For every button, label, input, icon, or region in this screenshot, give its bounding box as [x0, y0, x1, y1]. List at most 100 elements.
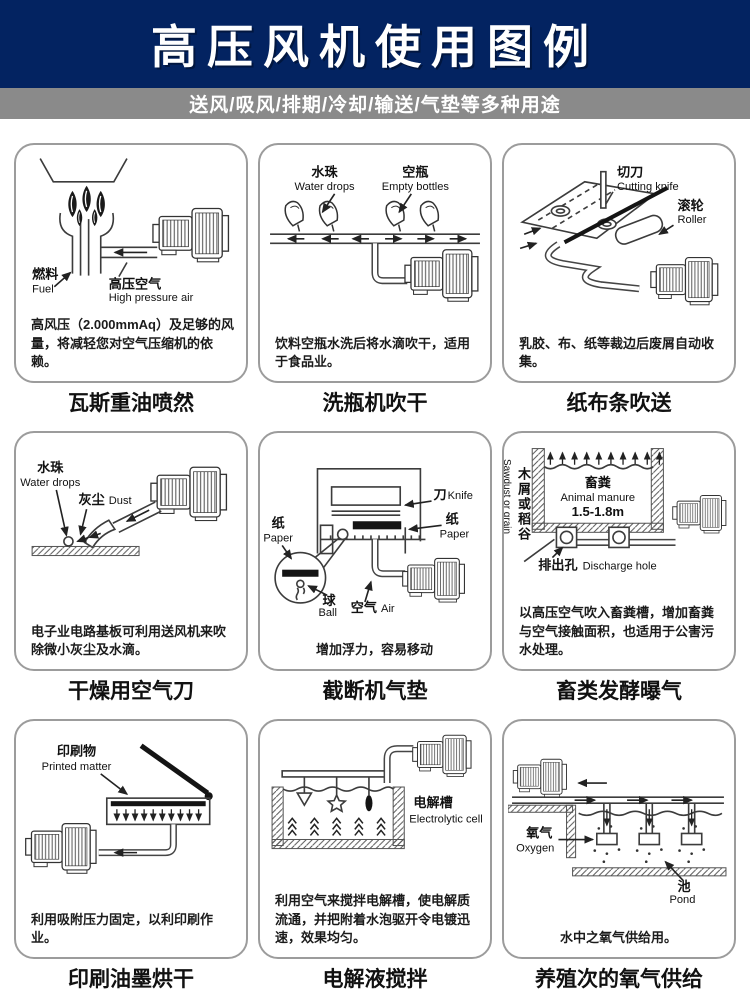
subtitle-text: 送风/吸风/排期/冷却/输送/气垫等多种用途 — [189, 95, 561, 116]
diffuser-box — [680, 832, 703, 846]
blower-icon — [672, 495, 727, 534]
diagram-ink-drying: 印刷物 Printed matter — [25, 743, 213, 874]
blower-icon — [650, 256, 719, 306]
cell-wall — [392, 786, 405, 847]
drop-pipes — [603, 803, 696, 834]
panel-air-cushion: 刀 Knife 纸 Paper 纸 Paper 球 Ball 空气 Air 增加… — [258, 431, 492, 705]
ball — [336, 528, 349, 541]
knife-label-cn: 切刀 — [617, 165, 643, 180]
air-pipe — [371, 539, 406, 578]
panel-manure-aeration: 畜粪 Animal manure 1.5-1.8m 排出孔 Discharge … — [502, 431, 736, 705]
ball-label-cn: 球 — [323, 592, 337, 608]
pond-label-cn: 池 — [678, 878, 691, 894]
panel-bottle-drying-box: 水珠 Water drops 空瓶 Empty bottles 饮料空瓶水洗后将… — [258, 143, 492, 383]
magnifier-circle — [274, 551, 327, 604]
diagram-bottle-drying: 水珠 Water drops 空瓶 Empty bottles — [270, 164, 480, 302]
panel-oxygen-supply-box: 氧气 Oxygen 池 Pond 水中之氧气供给用。 — [502, 719, 736, 959]
diagram-air-cushion: 刀 Knife 纸 Paper 纸 Paper 球 Ball 空气 Air — [264, 467, 473, 619]
oxygen-label-en: Oxygen — [516, 843, 554, 855]
flame-icon — [76, 208, 83, 227]
page-title: 高压风机使用图例 — [151, 21, 599, 73]
suction-table — [105, 797, 211, 826]
busbar — [281, 770, 388, 778]
panel-bottle-drying: 水珠 Water drops 空瓶 Empty bottles 饮料空瓶水洗后将… — [258, 143, 492, 417]
roller-label-en: Roller — [678, 214, 707, 226]
panel-gas-burning: 燃料 Fuel 高压空气 High pressure air 高风压（2.000… — [14, 143, 248, 417]
circuit-board — [31, 545, 140, 557]
discharge-hole — [608, 526, 630, 549]
panel-manure-aeration-box: 畜粪 Animal manure 1.5-1.8m 排出孔 Discharge … — [502, 431, 736, 671]
panel-title: 洗瓶机吹干 — [322, 392, 428, 415]
knife-label-en: Knife — [448, 490, 473, 502]
panel-electrolyte-stirring-box: 电解槽 Electrolytic cell 利用空气来搅拌电解槽，使电解质流通，… — [258, 719, 492, 959]
waterdrops-label-cn: 水珠 — [37, 459, 64, 475]
diagram-manure-aeration: 畜粪 Animal manure 1.5-1.8m 排出孔 Discharge … — [523, 448, 727, 573]
tank-wall — [531, 448, 545, 530]
panel-grid: 燃料 Fuel 高压空气 High pressure air 高风压（2.000… — [0, 119, 750, 1003]
ground — [508, 804, 574, 813]
blower-icon — [152, 207, 230, 263]
suction-pipe — [98, 824, 177, 857]
subtitle-bar: 送风/吸风/排期/冷却/输送/气垫等多种用途 — [0, 88, 750, 119]
panel-title: 养殖次的氧气供给 — [535, 968, 703, 991]
suction-hole — [550, 205, 571, 217]
panel-description: 乳胶、布、纸等裁边后废屑自动收集。 — [519, 335, 715, 369]
bubbles — [593, 825, 706, 864]
electrode-icon — [287, 817, 298, 837]
diagram-air-knife: 水珠 Water drops 灰尘 Dust — [20, 459, 228, 557]
electrode-icon — [376, 817, 386, 837]
paper-left-label-cn: 纸 — [272, 514, 285, 530]
sawdust-label-en: Sawdust or grain — [502, 459, 512, 535]
panel-description: 高风压（2.000mmAq）及足够的风量，将减轻您对空气压缩机的依赖。 — [31, 317, 234, 369]
ball-label-en: Ball — [318, 607, 337, 619]
panel-gas-burning-box: 燃料 Fuel 高压空气 High pressure air 高风压（2.000… — [14, 143, 248, 383]
bottles-label-en: Empty bottles — [382, 181, 450, 193]
cutting-knife — [600, 170, 607, 209]
panel-ink-drying: 印刷物 Printed matter 利用吸附压力固定，以利印刷作业。 印刷油墨… — [14, 719, 248, 993]
blower-icon — [25, 823, 97, 874]
hanging-part — [326, 793, 348, 813]
paper-strip — [352, 521, 402, 530]
electrode-icon — [354, 817, 364, 837]
panel-air-cushion-box: 刀 Knife 纸 Paper 纸 Paper 球 Ball 空气 Air 增加… — [258, 431, 492, 671]
air-pipe — [383, 745, 414, 783]
cell-label-cn: 电解槽 — [413, 794, 452, 810]
blower-icon — [402, 557, 465, 603]
flame-icon — [91, 208, 98, 227]
hanging-part — [365, 795, 373, 812]
air-label-en: High pressure air — [109, 292, 194, 304]
panel-description: 增加浮力，容易移动 — [316, 641, 434, 657]
pond-floor — [572, 867, 727, 877]
flame-icon — [67, 190, 78, 218]
printed-sheet — [139, 743, 210, 796]
water-droplet — [63, 536, 74, 547]
diagram-oxygen-supply: 氧气 Oxygen 池 Pond — [508, 758, 727, 906]
printed-label-en: Printed matter — [42, 761, 112, 773]
knife-label-cn: 刀 — [434, 487, 447, 502]
sawdust-label-cn: 木屑或稻谷 — [516, 467, 531, 542]
printed-label-cn: 印刷物 — [57, 743, 96, 759]
panel-title: 印刷油墨烘干 — [68, 968, 194, 991]
burner-body — [59, 212, 74, 274]
electrode-icon — [331, 817, 342, 837]
fuel-label-cn: 燃料 — [32, 266, 58, 282]
panel-title: 瓦斯重油喷然 — [68, 392, 194, 415]
panel-strip-conveying: 切刀 Cutting knife 滚轮 Roller 乳胶、布、纸等裁边后废屑自… — [502, 143, 736, 417]
roller — [614, 214, 664, 245]
diffuser-box — [638, 832, 661, 846]
panel-description: 饮料空瓶水洗后将水滴吹干，适用于食品业。 — [275, 335, 471, 369]
bottle-icon — [417, 198, 444, 235]
paper-right-label-cn: 纸 — [446, 510, 459, 526]
pond-wall — [566, 804, 577, 859]
blower-icon — [150, 466, 228, 522]
waterdrops-label-cn: 水珠 — [311, 164, 338, 180]
sheet — [563, 186, 669, 245]
panel-electrolyte-stirring: 电解槽 Electrolytic cell 利用空气来搅拌电解槽，使电解质流通，… — [258, 719, 492, 993]
air-pipe — [371, 243, 408, 285]
panel-air-knife-box: 水珠 Water drops 灰尘 Dust 电子业电路基板可利用送风机来吹除微… — [14, 431, 248, 671]
panel-description: 以高压空气吹入畜粪槽，增加畜粪与空气接触面积，也适用于公害污水处理。 — [519, 605, 715, 657]
manure-label-cn: 畜粪 — [585, 474, 612, 490]
paper-right-label-en: Paper — [440, 528, 470, 540]
roller-label-cn: 滚轮 — [678, 197, 704, 213]
page-header: 高压风机使用图例 — [0, 0, 750, 88]
